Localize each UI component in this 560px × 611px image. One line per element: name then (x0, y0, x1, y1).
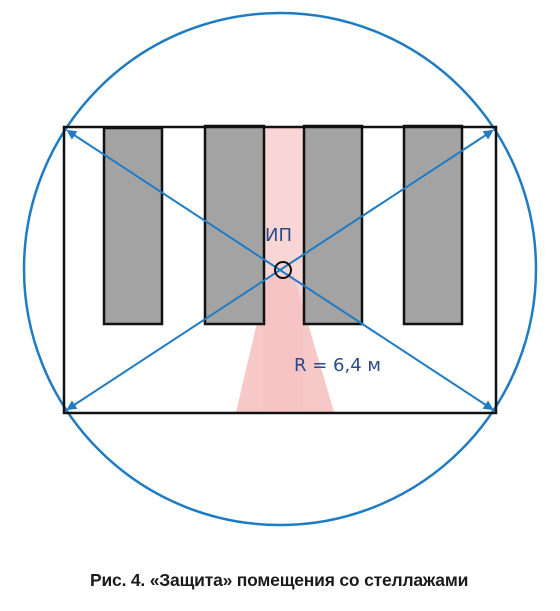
radius-label: R = 6,4 м (294, 355, 381, 376)
rack-3 (302, 124, 364, 326)
rack-1 (102, 126, 164, 326)
room-protection-diagram: ИП R = 6,4 м (22, 11, 538, 527)
figure-caption: Рис. 4. «Защита» помещения со стеллажами (90, 570, 469, 590)
room-outline (62, 125, 498, 415)
detector-label: ИП (265, 225, 292, 246)
rack-2 (203, 124, 266, 326)
detector-icon (274, 261, 292, 279)
coverage-circle (22, 11, 538, 527)
diagonal-arrow-2 (66, 129, 494, 411)
